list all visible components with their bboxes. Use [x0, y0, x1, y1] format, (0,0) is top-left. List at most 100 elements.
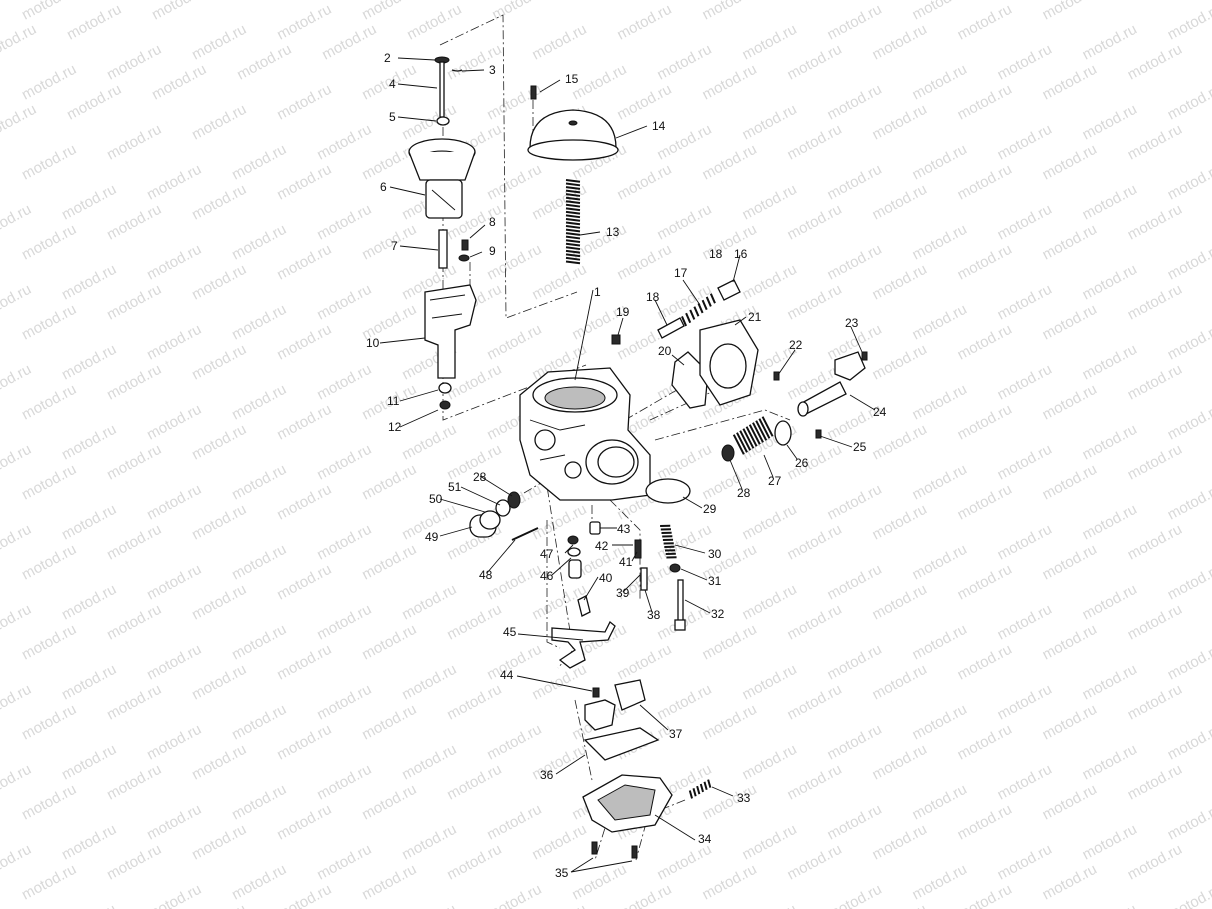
- watermark-text: motod.ru: [359, 221, 419, 264]
- watermark-text: motod.ru: [19, 621, 79, 664]
- watermark-text: motod.ru: [909, 541, 969, 584]
- watermark-text: motod.ru: [1080, 421, 1140, 464]
- watermark-text: motod.ru: [144, 241, 204, 284]
- watermark-text: motod.ru: [149, 61, 209, 104]
- watermark-text: motod.ru: [1080, 341, 1140, 384]
- watermark-text: motod.ru: [1040, 461, 1100, 504]
- watermark-text: motod.ru: [359, 0, 419, 24]
- part-label-31: 31: [708, 574, 722, 588]
- watermark-text: motod.ru: [699, 141, 759, 184]
- watermark-text: motod.ru: [954, 721, 1014, 764]
- watermark-text: motod.ru: [784, 281, 844, 324]
- watermark-text: motod.ru: [1040, 781, 1100, 824]
- watermark-text: motod.ru: [314, 681, 374, 724]
- watermark-text: motod.ru: [0, 21, 39, 64]
- watermark-text: motod.ru: [314, 841, 374, 884]
- spring17-coil: [681, 293, 716, 327]
- watermark-text: motod.ru: [1125, 121, 1185, 164]
- watermark-text: motod.ru: [739, 661, 799, 704]
- watermark-text: motod.ru: [909, 141, 969, 184]
- watermark-text: motod.ru: [314, 601, 374, 644]
- left-side-parts: [469, 491, 539, 541]
- watermark-text: motod.ru: [144, 401, 204, 444]
- watermark-text: motod.ru: [784, 761, 844, 804]
- watermark-text: motod.ru: [699, 61, 759, 104]
- watermark-text: motod.ru: [314, 281, 374, 324]
- watermark-text: motod.ru: [614, 241, 674, 284]
- watermark-text: motod.ru: [399, 901, 459, 909]
- part-label-14: 14: [652, 119, 666, 133]
- watermark-text: motod.ru: [0, 101, 39, 144]
- part-label-17: 17: [674, 266, 688, 280]
- watermark-text: motod.ru: [104, 841, 164, 884]
- watermark-text: motod.ru: [909, 861, 969, 904]
- watermark-text: motod.ru: [909, 381, 969, 424]
- watermark-text: motod.ru: [229, 301, 289, 344]
- watermark-text: motod.ru: [229, 381, 289, 424]
- watermark-text: motod.ru: [699, 621, 759, 664]
- watermark-text: motod.ru: [699, 781, 759, 824]
- watermark-text: motod.ru: [1125, 281, 1185, 324]
- watermark-text: motod.ru: [359, 621, 419, 664]
- part-label-11: 11: [387, 394, 400, 408]
- part-label-21: 21: [748, 310, 762, 324]
- watermark-text: motod.ru: [994, 761, 1054, 804]
- part-label-3: 3: [489, 63, 496, 77]
- part-label-15: 15: [565, 72, 579, 86]
- watermark-text: motod.ru: [444, 761, 504, 804]
- part-label-5: 5: [389, 110, 396, 124]
- watermark-text: motod.ru: [489, 0, 549, 24]
- watermark-text: motod.ru: [1165, 721, 1212, 764]
- spring27-coil: [732, 416, 774, 455]
- watermark-text: motod.ru: [784, 521, 844, 564]
- part-label-23: 23: [845, 316, 859, 330]
- watermark-text: motod.ru: [144, 801, 204, 844]
- watermark-text: motod.ru: [1125, 361, 1185, 404]
- watermark-text: motod.ru: [0, 521, 34, 564]
- watermark-text: motod.ru: [869, 581, 929, 624]
- watermark-text: motod.ru: [824, 801, 884, 844]
- watermark-text: motod.ru: [1165, 321, 1212, 364]
- watermark-text: motod.ru: [64, 81, 124, 124]
- watermark-text: motod.ru: [784, 681, 844, 724]
- watermark-text: motod.ru: [0, 681, 34, 724]
- watermark-text: motod.ru: [484, 801, 544, 844]
- watermark-text: motod.ru: [234, 0, 294, 4]
- watermark-text: motod.ru: [1165, 481, 1212, 524]
- watermark-text: motod.ru: [1040, 61, 1100, 104]
- watermark-text: motod.ru: [954, 561, 1014, 604]
- watermark-text: motod.ru: [144, 561, 204, 604]
- watermark-text: motod.ru: [994, 41, 1054, 84]
- part-label-6: 6: [380, 180, 387, 194]
- watermark-text: motod.ru: [144, 881, 204, 909]
- watermark-text: motod.ru: [699, 701, 759, 744]
- part-label-13: 13: [606, 225, 620, 239]
- part-label-41: 41: [619, 555, 633, 569]
- watermark-text: motod.ru: [784, 41, 844, 84]
- watermark-text: motod.ru: [484, 561, 544, 604]
- watermark-text: motod.ru: [529, 661, 589, 704]
- part-label-34: 34: [698, 832, 712, 846]
- watermark-text: motod.ru: [739, 101, 799, 144]
- part-label-50: 50: [429, 492, 443, 506]
- watermark-text: motod.ru: [1040, 621, 1100, 664]
- part-label-1: 1: [594, 285, 601, 299]
- watermark-text: motod.ru: [784, 121, 844, 164]
- part-label-19: 19: [616, 305, 630, 319]
- watermark-text: motod.ru: [869, 661, 929, 704]
- watermark-text: motod.ru: [319, 21, 379, 64]
- watermark-text: motod.ru: [824, 1, 884, 44]
- watermark-text: motod.ru: [229, 701, 289, 744]
- watermark-text: motod.ru: [869, 901, 929, 909]
- watermark-text: motod.ru: [359, 861, 419, 904]
- watermark-text: motod.ru: [1080, 821, 1140, 864]
- part-label-40: 40: [599, 571, 613, 585]
- part-label-49: 49: [425, 530, 439, 544]
- watermark-text: motod.ru: [699, 461, 759, 504]
- part-label-43: 43: [617, 522, 631, 536]
- watermark-text: motod.ru: [739, 741, 799, 784]
- watermark-text: motod.ru: [824, 81, 884, 124]
- watermark-text: motod.ru: [274, 161, 334, 204]
- watermark-text: motod.ru: [444, 841, 504, 884]
- part-label-7: 7: [391, 239, 398, 253]
